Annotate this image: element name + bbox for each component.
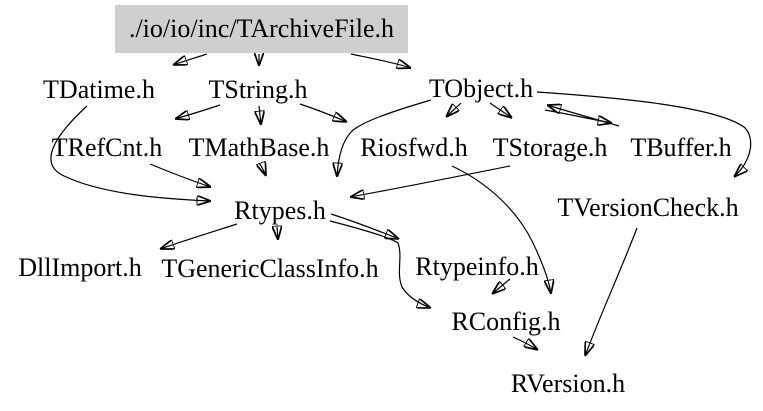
edge-tstring-to-trefcnt (175, 104, 221, 119)
edge-tobject-to-rtypes (337, 99, 432, 177)
edge-tobject-to-tstorage (489, 102, 512, 118)
node-tstorage-h[interactable]: TStorage.h (492, 133, 608, 162)
edge-tstring-to-riosfwd (299, 103, 347, 122)
node-tobject-h[interactable]: TObject.h (428, 74, 534, 103)
node-tmathbase-h[interactable]: TMathBase.h (188, 133, 330, 162)
edge-tobject-to-riosfwd (446, 102, 462, 117)
node-trefcnt-h[interactable]: TRefCnt.h (51, 133, 163, 162)
node-tgenericclassinfo-h[interactable]: TGenericClassInfo.h (161, 254, 379, 283)
edge-tmathbase-to-rtypes (259, 163, 266, 176)
edge-trefcnt-to-rtypes (149, 163, 211, 187)
edge-tdatime-to-rtypes (50, 105, 211, 201)
node-tdatime-h[interactable]: TDatime.h (43, 75, 155, 104)
node-tbuffer-h[interactable]: TBuffer.h (630, 133, 732, 162)
edge-rtypes-to-dllimport (160, 223, 238, 249)
edge-tarchivefile-to-tobject (350, 53, 411, 68)
node-rtypes-h[interactable]: Rtypes.h (234, 196, 326, 225)
edge-rtypes-to-rconfig (329, 220, 431, 308)
node-rtypeinfo-h[interactable]: Rtypeinfo.h (415, 252, 539, 281)
edge-rconfig-to-rversion (512, 336, 538, 350)
edge-riosfwd-to-rconfig (451, 165, 551, 294)
edge-rtypeinfo-to-rconfig (492, 278, 511, 294)
edge-tstring-to-tmathbase (259, 105, 261, 125)
node-dllimport-h[interactable]: DllImport.h (18, 253, 142, 282)
edge-rtypes-to-tgenericclassinfo (277, 227, 278, 240)
node-tarchivefile-h: ./io/io/inc/TArchiveFile.h (115, 5, 408, 53)
node-riosfwd-h[interactable]: Riosfwd.h (360, 133, 468, 162)
node-tversioncheck-h[interactable]: TVersionCheck.h (557, 193, 739, 222)
node-rversion-h[interactable]: RVersion.h (510, 369, 626, 398)
edge-rtypes-to-rtypeinfo (330, 213, 399, 239)
edge-tobject-to-tbuffer (544, 109, 612, 123)
edge-tarchivefile-to-tdatime (173, 53, 208, 65)
node-rconfig-h[interactable]: RConfig.h (451, 307, 561, 336)
edge-tversioncheck-to-rversion (585, 227, 638, 356)
edge-tstorage-to-rtypes (350, 165, 511, 197)
node-tstring-h[interactable]: TString.h (208, 75, 308, 104)
edge-tobject-to-tversioncheck (536, 91, 752, 177)
